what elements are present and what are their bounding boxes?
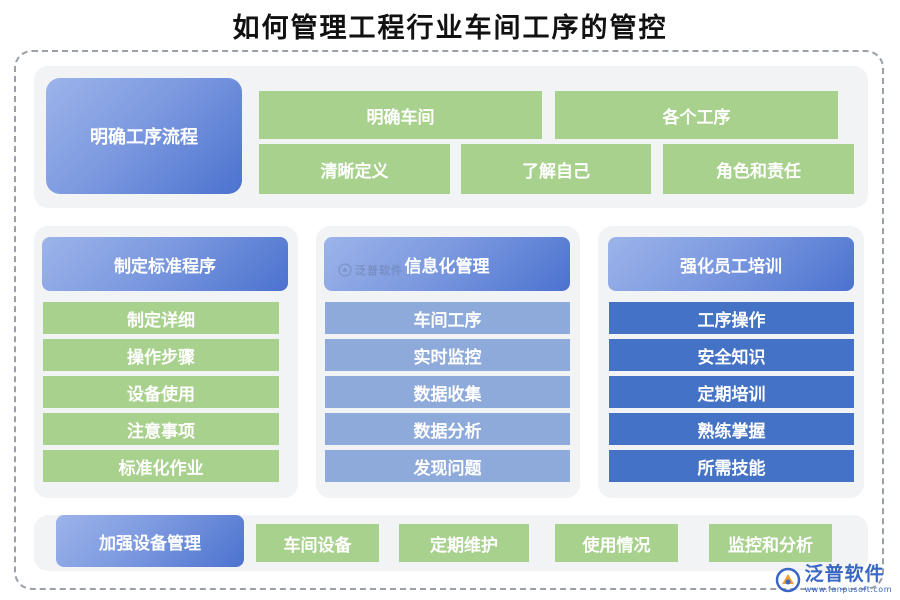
- col1-item: 制定详细: [43, 302, 279, 334]
- bottom-item: 监控和分析: [709, 524, 832, 562]
- bottom-head: 加强设备管理: [56, 515, 244, 567]
- watermark: 泛普软件 www.fanpusoft.com: [775, 565, 892, 594]
- col3-item: 定期培训: [609, 376, 854, 408]
- watermark-name: 泛普软件: [804, 563, 885, 585]
- col3-item: 安全知识: [609, 339, 854, 371]
- col3-item: 熟练掌握: [609, 413, 854, 445]
- watermark-faint-name: 泛普软件: [355, 264, 403, 277]
- watermark-url: www.fanpusoft.com: [804, 585, 892, 594]
- col2-item: 发现问题: [325, 450, 570, 482]
- bottom-item: 使用情况: [555, 524, 678, 562]
- col1-item: 操作步骤: [43, 339, 279, 371]
- col3-item: 工序操作: [609, 302, 854, 334]
- col1-head: 制定标准程序: [42, 237, 288, 291]
- top-item: 明确车间: [259, 91, 542, 139]
- top-item: 清晰定义: [259, 144, 450, 194]
- page-title: 如何管理工程行业车间工序的管控: [232, 13, 668, 44]
- col2-item: 数据分析: [325, 413, 570, 445]
- bottom-item: 车间设备: [256, 524, 379, 562]
- bottom-item: 定期维护: [399, 524, 529, 562]
- fanpu-logo-icon: [338, 263, 352, 277]
- col2-item: 实时监控: [325, 339, 570, 371]
- outer-frame: [14, 50, 884, 590]
- col2-item: 车间工序: [325, 302, 570, 334]
- col1-item: 标准化作业: [43, 450, 279, 482]
- col2-item: 数据收集: [325, 376, 570, 408]
- col1-item: 注意事项: [43, 413, 279, 445]
- top-item: 各个工序: [555, 91, 838, 139]
- watermark-faint: 泛普软件: [338, 262, 403, 278]
- top-item: 角色和责任: [663, 144, 854, 194]
- fanpu-logo-icon: [775, 567, 800, 592]
- top-item: 了解自己: [461, 144, 651, 194]
- top-head: 明确工序流程: [46, 78, 242, 194]
- col2-head: 信息化管理: [324, 237, 570, 291]
- col3-item: 所需技能: [609, 450, 854, 482]
- col3-head: 强化员工培训: [608, 237, 854, 291]
- col1-item: 设备使用: [43, 376, 279, 408]
